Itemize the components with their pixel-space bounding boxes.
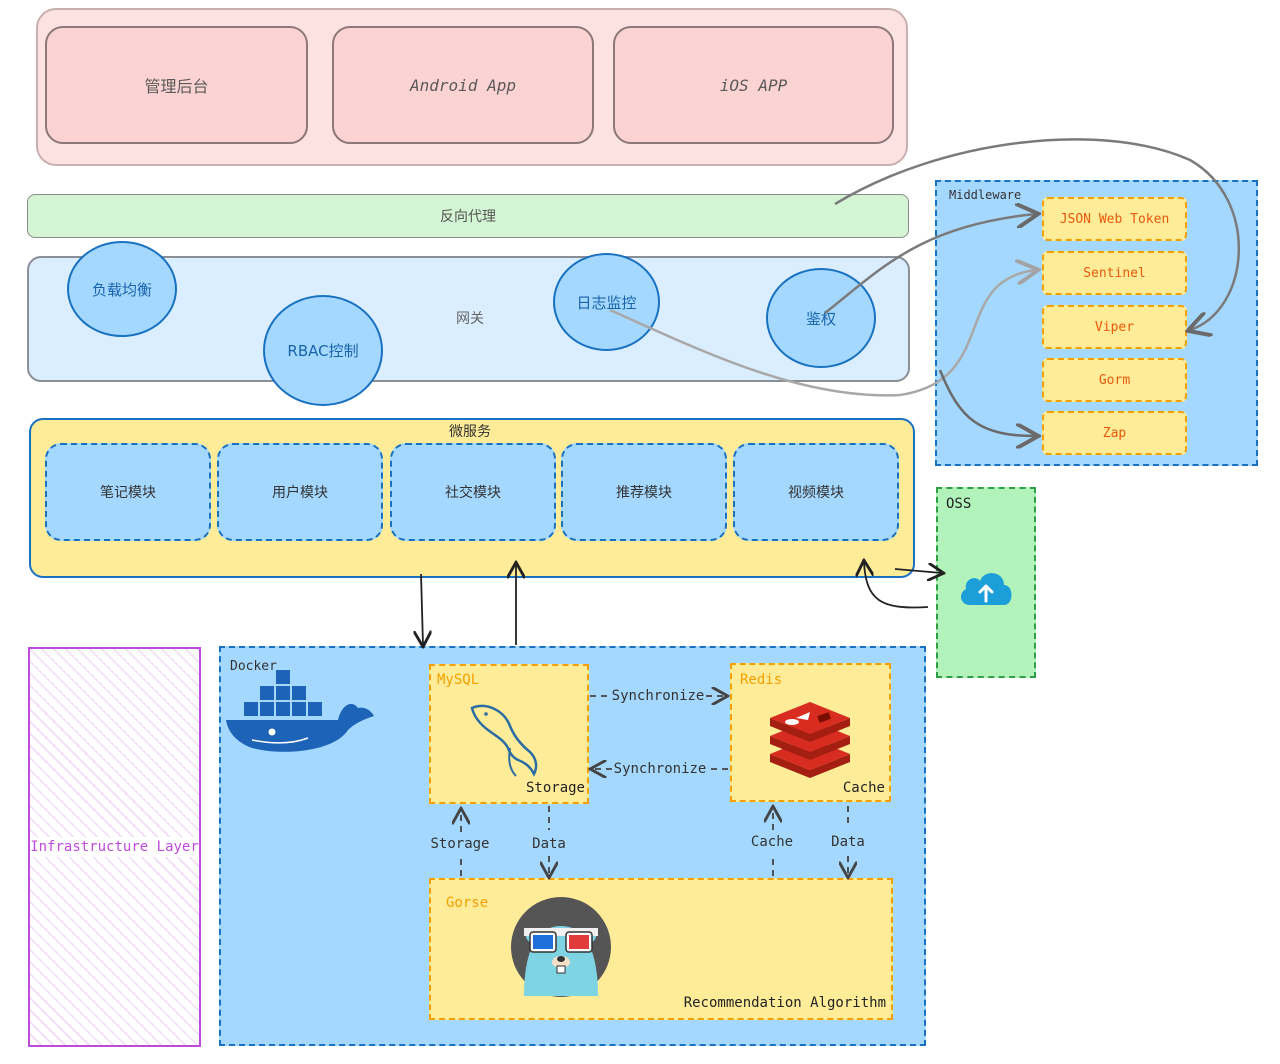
gateway-load-balancing[interactable]: 负载均衡 [67, 241, 177, 337]
gateway-log-monitor[interactable]: 日志监控 [553, 253, 660, 351]
middleware-sentinel[interactable]: Sentinel [1042, 251, 1187, 295]
module-recommend[interactable]: 推荐模块 [561, 443, 727, 541]
mysql-title: MySQL [437, 672, 480, 688]
edge-label-sync-right: Synchronize [611, 688, 705, 704]
infrastructure-label: Infrastructure Layer [30, 837, 199, 857]
client-android[interactable]: Android App [332, 26, 594, 144]
microservices-title: 微服务 [449, 424, 491, 440]
cloud-upload-icon [956, 561, 1016, 609]
module-user-label: 用户模块 [272, 485, 328, 501]
client-android-label: Android App [410, 75, 516, 95]
docker-title: Docker [230, 658, 277, 674]
edge-label-redis-cache: Cache [750, 834, 794, 850]
middleware-viper-label: Viper [1094, 319, 1135, 335]
redis-title: Redis [740, 672, 783, 688]
module-video-label: 视频模块 [788, 485, 844, 501]
gorse-title: Gorse [446, 895, 489, 911]
module-video[interactable]: 视频模块 [733, 443, 899, 541]
module-user[interactable]: 用户模块 [217, 443, 383, 541]
gateway-rbac-label: RBAC控制 [287, 342, 359, 360]
gateway-auth[interactable]: 鉴权 [766, 268, 876, 368]
gateway-load-balancing-label: 负载均衡 [91, 280, 152, 299]
middleware-zap[interactable]: Zap [1042, 411, 1187, 455]
mysql-dolphin-icon [466, 700, 540, 780]
mysql-tag: Storage [525, 780, 585, 796]
edge-label-mysql-storage: Storage [430, 836, 490, 852]
reverse-proxy[interactable]: 反向代理 [27, 194, 909, 238]
middleware-gorm-label: Gorm [1098, 372, 1131, 388]
middleware-jwt-label: JSON Web Token [1059, 211, 1170, 227]
module-notes[interactable]: 笔记模块 [45, 443, 211, 541]
reverse-proxy-label: 反向代理 [440, 209, 496, 225]
module-social-label: 社交模块 [445, 485, 501, 501]
client-ios[interactable]: iOS APP [613, 26, 894, 144]
middleware-zap-label: Zap [1102, 425, 1127, 441]
client-admin[interactable]: 管理后台 [45, 26, 308, 144]
docker-whale-icon [222, 664, 378, 756]
edge-label-mysql-data: Data [532, 836, 566, 852]
module-notes-label: 笔记模块 [100, 485, 156, 501]
edge-label-sync-left: Synchronize [613, 761, 707, 777]
client-ios-label: iOS APP [719, 75, 788, 95]
gorse-box[interactable] [429, 878, 893, 1020]
edge-label-redis-data: Data [831, 834, 865, 850]
module-social[interactable]: 社交模块 [390, 443, 556, 541]
middleware-jwt[interactable]: JSON Web Token [1042, 197, 1187, 241]
middleware-sentinel-label: Sentinel [1083, 265, 1146, 281]
gateway-label: 网关 [456, 311, 484, 327]
module-recommend-label: 推荐模块 [616, 485, 672, 501]
gateway-auth-label: 鉴权 [805, 309, 836, 328]
gateway-log-monitor-label: 日志监控 [576, 293, 637, 312]
mysql-box[interactable] [429, 664, 589, 804]
client-admin-label: 管理后台 [144, 77, 209, 96]
redis-tag: Cache [842, 780, 885, 796]
middleware-gorm[interactable]: Gorm [1042, 358, 1187, 402]
gorse-tag: Recommendation Algorithm [683, 995, 886, 1011]
gopher-3d-glasses-icon [510, 896, 612, 998]
middleware-title: Middleware [949, 188, 1022, 202]
redis-icon [766, 700, 854, 780]
gateway-rbac[interactable]: RBAC控制 [263, 295, 383, 406]
connector-micro-to-mysql [421, 573, 423, 645]
oss-title: OSS [946, 496, 972, 512]
middleware-viper[interactable]: Viper [1042, 305, 1187, 349]
infrastructure-layer: Infrastructure Layer [28, 647, 201, 1047]
